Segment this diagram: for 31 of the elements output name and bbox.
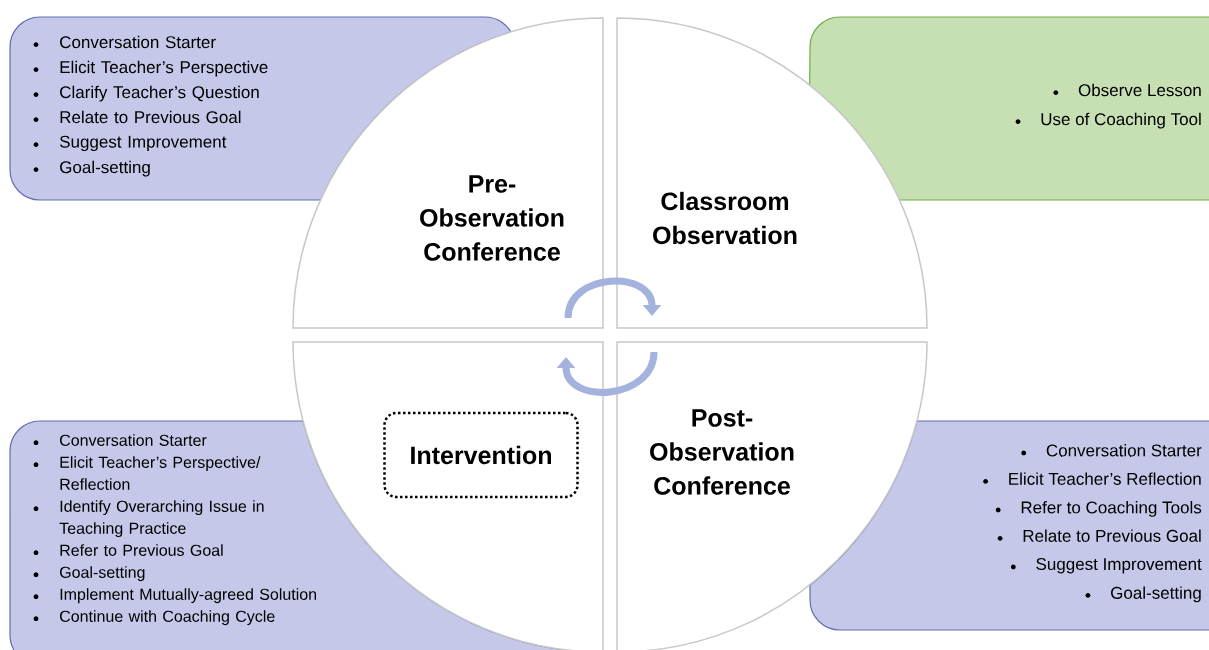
list-item: Elicit Teacher’s Reflection xyxy=(1009,472,1201,485)
list-item: Conversation Starter xyxy=(60,35,216,49)
list-item: Observe Lesson xyxy=(1078,83,1201,97)
curved-arrow xyxy=(556,351,658,396)
list-item: Elicit Teacher’s Perspective/ Reflection xyxy=(60,456,261,490)
text-box xyxy=(9,16,514,201)
list-item: Elicit Teacher’s Perspective xyxy=(60,60,268,77)
text-box xyxy=(809,420,1209,631)
list-item: Continue with Coaching Cycle xyxy=(60,610,275,626)
list-item: Suggest Improvement xyxy=(59,135,227,152)
list-item: Use of Coaching Tool xyxy=(1041,112,1201,129)
list-item: Refer to Previous Goal xyxy=(60,544,223,556)
list-item: Clarify Teacher’s Question xyxy=(60,85,259,102)
quadrant: Pre- Observation Conference xyxy=(292,17,604,329)
dotted-box: Intervention xyxy=(383,411,579,499)
list-item: Suggest Improvement xyxy=(1036,558,1202,574)
list-item: Conversation Starter xyxy=(1046,444,1202,457)
list-item: Conversation Starter xyxy=(60,434,207,446)
list-item: Relate to Previous Goal xyxy=(60,110,241,124)
list-item: Identify Overarching Issue in Teaching Practice xyxy=(59,500,264,538)
text-box xyxy=(809,16,1209,201)
text-box xyxy=(9,420,561,650)
list-item: Goal-setting xyxy=(1111,586,1201,603)
curved-arrow xyxy=(564,277,662,319)
list-item: Goal-setting xyxy=(60,160,150,177)
list-item: Goal-setting xyxy=(60,566,145,582)
quadrant: Post- Observation Conference xyxy=(616,341,928,650)
list-item: Implement Mutually-agreed Solution xyxy=(60,588,316,604)
list-item: Relate to Previous Goal xyxy=(1023,529,1201,542)
list-item: Refer to Coaching Tools xyxy=(1021,501,1202,517)
quadrant: Classroom Observation xyxy=(616,17,928,329)
